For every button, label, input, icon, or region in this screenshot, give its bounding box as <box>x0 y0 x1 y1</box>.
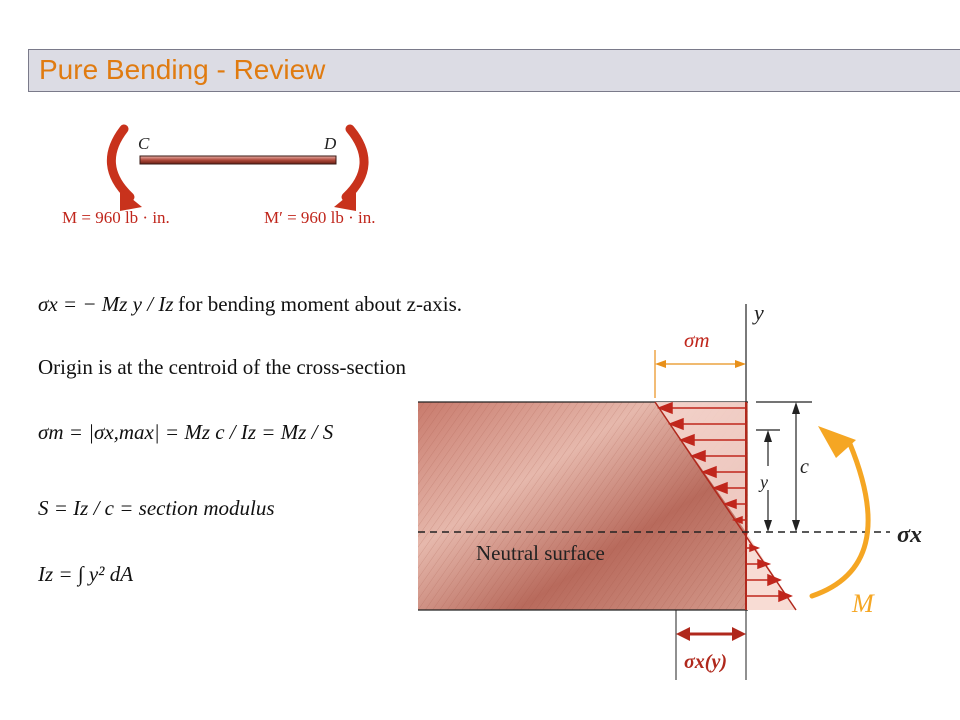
moment-arrow-right <box>341 124 369 202</box>
point-c-label: C <box>138 134 150 153</box>
moment-arc-arrowhead <box>818 426 856 458</box>
tension-arrows <box>746 543 793 603</box>
sigma-m-arrowhead-left <box>655 360 666 368</box>
c-label: c <box>800 456 809 478</box>
y-dim-arrowhead-bottom <box>764 520 772 532</box>
moment-label: M <box>851 589 875 618</box>
sigma-m-equation: σm = |σx,max| = Mz c / Iz = Mz / S <box>38 420 334 444</box>
c-arrowhead-top <box>792 402 800 414</box>
sigma-xy-arrowhead-right <box>732 627 746 641</box>
stress-profile-line <box>654 401 797 611</box>
stress-diagram: Neutral surface y σm c y σx M σx(y) <box>418 300 922 680</box>
beam-rod <box>139 155 337 165</box>
sigma-xy-label: σx(y) <box>684 651 727 673</box>
section-modulus-equation: S = Iz / c = section modulus <box>38 496 275 520</box>
moment-right-label: M′ = 960 lb · in. <box>264 208 376 227</box>
title-bar: Pure Bending - Review <box>28 49 960 92</box>
beam-figure: C D <box>107 124 369 211</box>
y-dim-label: y <box>758 472 768 492</box>
origin-note: Origin is at the centroid of the cross-s… <box>38 355 406 379</box>
c-arrowhead-bottom <box>792 520 800 532</box>
compression-arrows <box>656 401 746 525</box>
moment-arrowhead-left <box>120 189 142 211</box>
sigma-x-equation: σx = − Mz y / Iz <box>38 292 174 316</box>
y-dim-arrowhead-top <box>764 430 772 442</box>
sigma-xy-arrowhead-left <box>676 627 690 641</box>
sigma-m-label: σm <box>684 328 710 352</box>
sigma-x-note: for bending moment about z-axis. <box>178 292 463 316</box>
moment-arc <box>809 441 871 599</box>
moment-arrowhead-right <box>334 189 356 211</box>
page-title: Pure Bending - Review <box>39 54 326 85</box>
point-d-label: D <box>323 134 337 153</box>
y-axis-label: y <box>752 300 764 325</box>
moment-left-label: M = 960 lb · in. <box>62 208 170 227</box>
sigma-x-axis-label: σx <box>897 522 922 548</box>
moment-of-inertia-equation: Iz = ∫ y² dA <box>38 562 134 586</box>
moment-arrow-left <box>107 124 135 202</box>
sigma-m-arrowhead-right <box>735 360 746 368</box>
neutral-surface-label: Neutral surface <box>476 541 605 565</box>
